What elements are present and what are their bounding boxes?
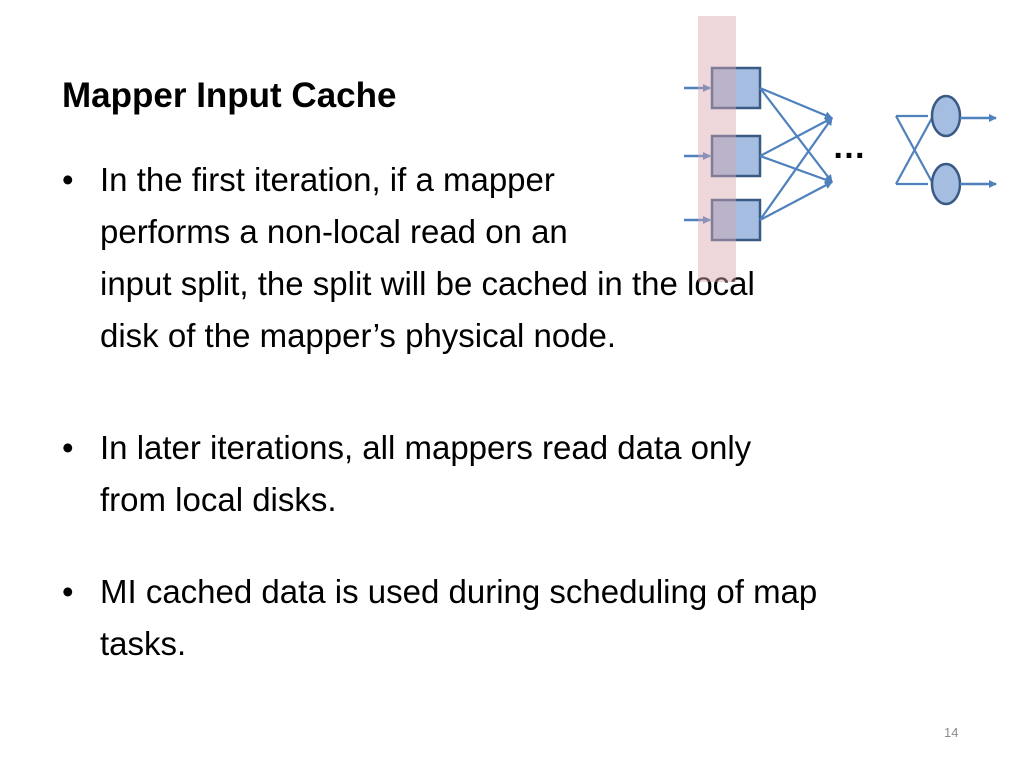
bullet-marker: •	[62, 573, 74, 610]
shuffle-arrow	[759, 86, 833, 120]
slide-title: Mapper Input Cache	[62, 76, 397, 115]
bullet-marker: •	[62, 429, 74, 466]
reduce-arrow	[895, 117, 933, 185]
mapper-box	[710, 198, 762, 242]
shuffle-arrow	[759, 117, 833, 221]
ellipsis-label: …	[832, 128, 866, 166]
bullet-line: disk of the mapper’s physical node.	[100, 317, 617, 354]
shuffle-arrow	[759, 181, 833, 221]
bullet-marker: •	[62, 161, 74, 198]
bullet-item: • In later iterations, all mappers read …	[62, 422, 962, 526]
reducer-node	[930, 162, 962, 206]
bullet-line: MI cached data is used during scheduling…	[100, 573, 818, 610]
cache-highlight-band	[698, 16, 736, 282]
bullet-line: tasks.	[100, 625, 187, 662]
shuffle-arrow	[759, 87, 833, 183]
bullet-line: input split, the split will be cached in…	[100, 265, 755, 302]
page-number: 14	[944, 725, 959, 740]
bullet-item: • MI cached data is used during scheduli…	[62, 566, 962, 670]
shuffle-arrow	[759, 117, 833, 157]
reducer-node	[930, 94, 962, 138]
mapreduce-diagram: …	[684, 16, 997, 282]
bullet-line: In later iterations, all mappers read da…	[100, 429, 752, 466]
bullet-line: In the first iteration, if a mapper	[100, 161, 555, 198]
bullet-line: from local disks.	[100, 481, 337, 518]
bullet-line: performs a non-local read on an	[100, 213, 568, 250]
bullet-item: • In the first iteration, if a mapper pe…	[62, 154, 962, 362]
